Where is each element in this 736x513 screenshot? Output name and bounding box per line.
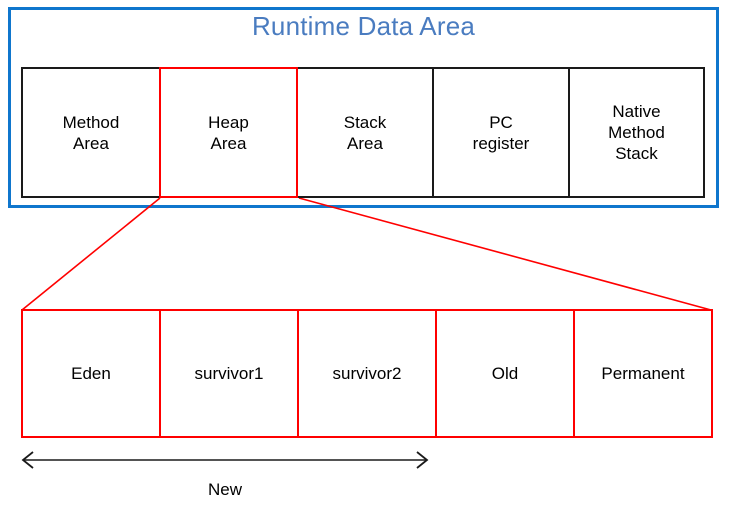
heap-box-label: survivor1 <box>194 364 264 383</box>
memory-box-pc-register[interactable]: PC register <box>432 67 570 198</box>
heap-box-label: Permanent <box>601 364 685 383</box>
memory-box-label: PC register <box>472 112 530 153</box>
heap-box-eden[interactable]: Eden <box>21 309 161 438</box>
runtime-memory-row: Method Area Heap Area Stack Area PC regi… <box>21 67 705 198</box>
memory-box-heap-area[interactable]: Heap Area <box>159 67 298 198</box>
heap-box-survivor2[interactable]: survivor2 <box>297 309 437 438</box>
memory-box-stack-area[interactable]: Stack Area <box>296 67 434 198</box>
heap-box-permanent[interactable]: Permanent <box>573 309 713 438</box>
heap-box-label: Old <box>491 364 519 383</box>
memory-box-native-method-stack[interactable]: Native Method Stack <box>568 67 705 198</box>
heap-box-old[interactable]: Old <box>435 309 575 438</box>
heap-detail-row: Eden survivor1 survivor2 Old Permanent <box>21 309 713 438</box>
arrowhead-right-icon <box>416 451 429 469</box>
memory-box-label: Native Method Stack <box>608 102 665 163</box>
memory-box-label: Method Area <box>62 112 120 153</box>
memory-box-method-area[interactable]: Method Area <box>21 67 161 198</box>
heap-box-survivor1[interactable]: survivor1 <box>159 309 299 438</box>
memory-box-label: Heap Area <box>208 112 249 153</box>
page-title: Runtime Data Area <box>251 11 476 41</box>
memory-box-label: Stack Area <box>343 112 387 153</box>
arrowhead-left-icon <box>21 451 34 469</box>
new-generation-label: New <box>207 480 242 499</box>
heap-box-label: survivor2 <box>332 364 402 383</box>
heap-box-label: Eden <box>71 364 111 383</box>
